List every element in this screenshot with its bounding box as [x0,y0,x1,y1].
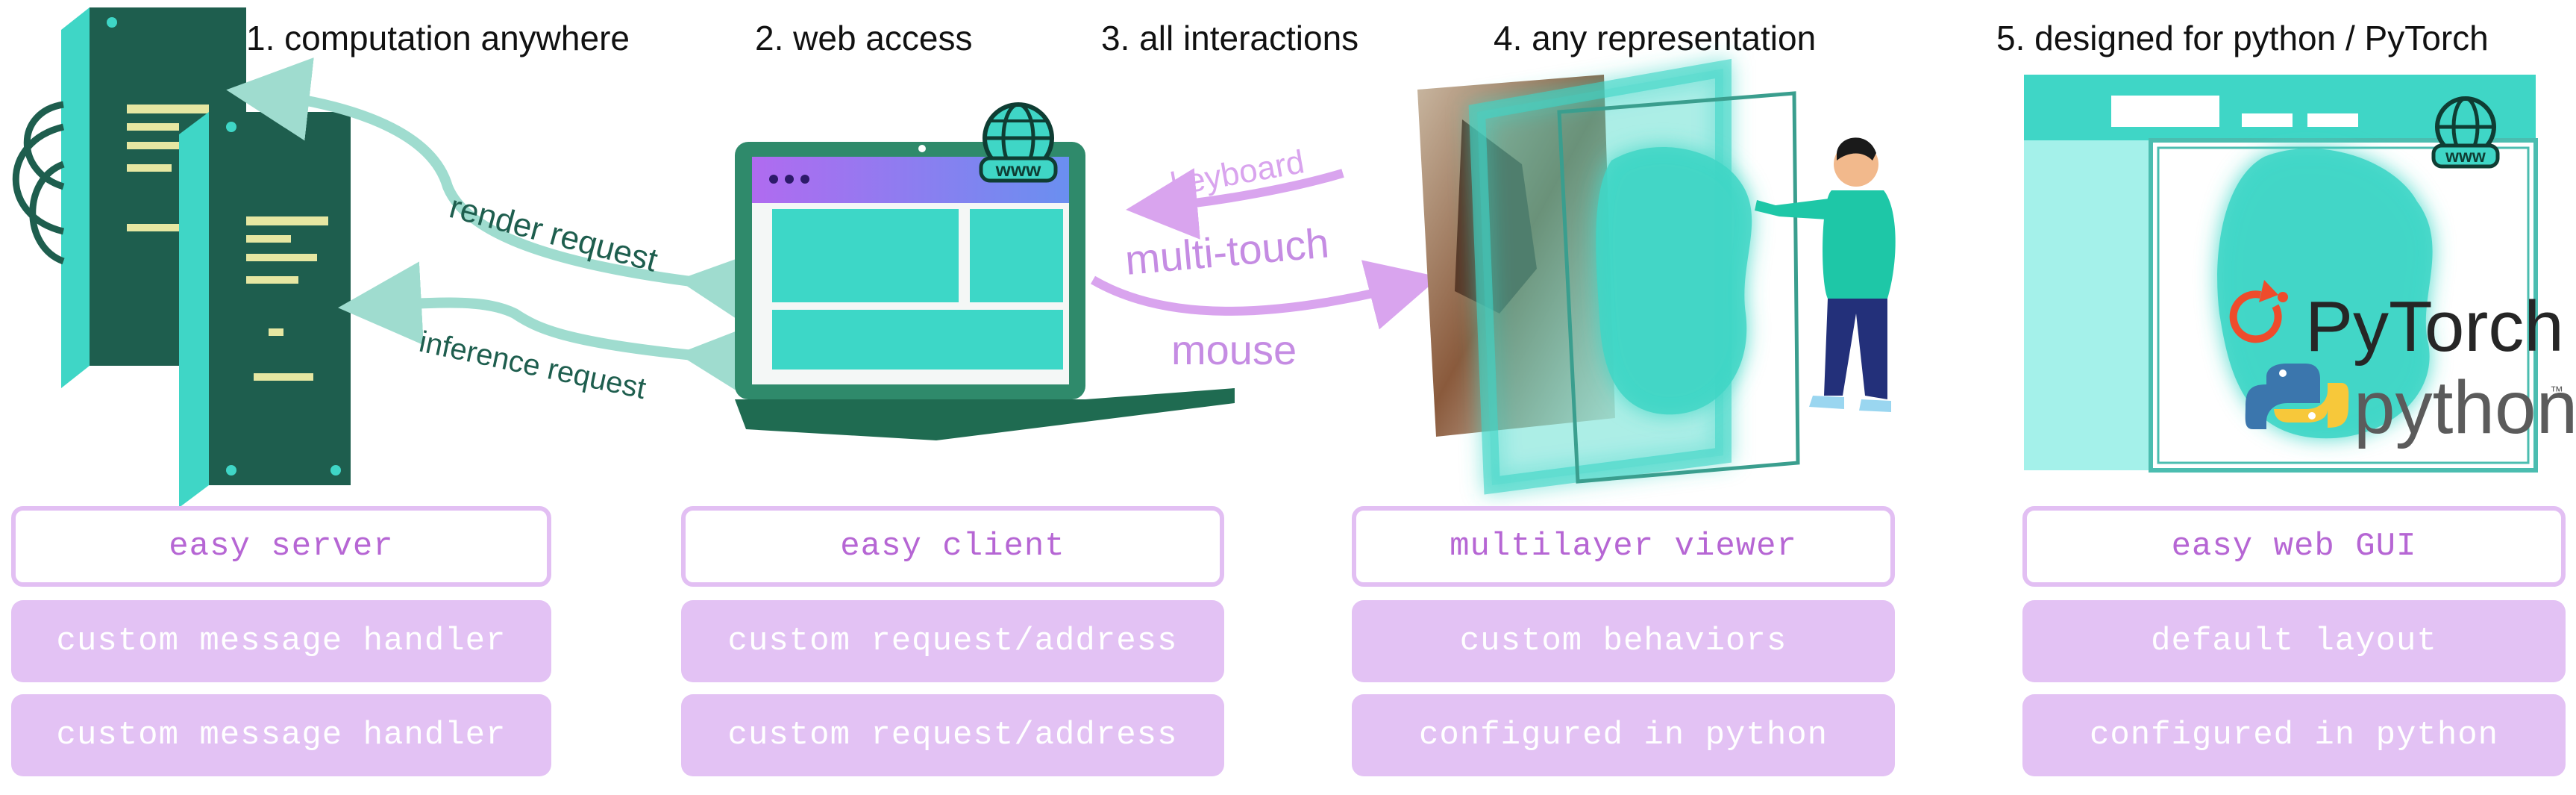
layered-image-viewer [1417,58,1800,495]
segmentation-mask-shape [1596,146,1752,415]
easy-web-gui-box: easy web GUI [2022,506,2566,587]
gui-mask-shape [2217,148,2433,439]
gui-feature-box-2: configured in python [2022,694,2566,776]
person-icon [1755,137,1896,412]
heading-designed-for-python: 5. designed for python / PyTorch [1996,19,2489,57]
laptop-icon [735,142,1235,440]
server-rack-front-icon [179,112,351,508]
pytorch-logo-text: PyTorch [2305,287,2564,367]
keyboard-arrow [1126,168,1344,240]
mouse-label: mouse [1171,326,1297,373]
multi-touch-label: multi-touch [1124,219,1331,284]
heading-computation-anywhere: 1. computation anywhere [246,19,630,57]
pytorch-flame-icon [2229,280,2288,343]
client-feature-box-1: custom request/address [681,600,1224,682]
inference-request-arrow [338,261,765,404]
viewer-feature-box-2: configured in python [1352,694,1895,776]
laptop-www-label: www [995,158,1041,181]
server-cables-icon [12,101,65,265]
python-logo-icon [2245,364,2349,429]
gui-globe-www-icon: www [2431,96,2500,169]
python-logo-text: python [2354,366,2576,449]
gui-www-label: www [2445,146,2486,166]
heading-web-access: 2. web access [755,19,973,57]
inference-request-label: inference request [416,325,648,405]
server-feature-box-2: custom message handler [11,694,551,776]
easy-client-box: easy client [681,506,1224,587]
multi-touch-arrow [1090,260,1440,330]
client-feature-box-2: custom request/address [681,694,1224,776]
illustration-layer: render request inference request www [12,7,2576,508]
render-request-arrow [226,57,766,331]
outline-layer-frame [1557,91,1800,484]
heading-any-representation: 4. any representation [1494,19,1817,57]
server-feature-box-1: custom message handler [11,600,551,682]
gui-feature-box-1: default layout [2022,600,2566,682]
multilayer-viewer-box: multilayer viewer [1352,506,1895,587]
heading-all-interactions: 3. all interactions [1101,19,1359,57]
globe-www-icon: www [979,102,1058,183]
viewer-feature-box-1: custom behaviors [1352,600,1895,682]
render-request-label: render request [445,188,661,278]
python-trademark-symbol: ™ [2550,384,2563,399]
easy-server-box: easy server [11,506,551,587]
web-gui-window [2024,75,2538,473]
